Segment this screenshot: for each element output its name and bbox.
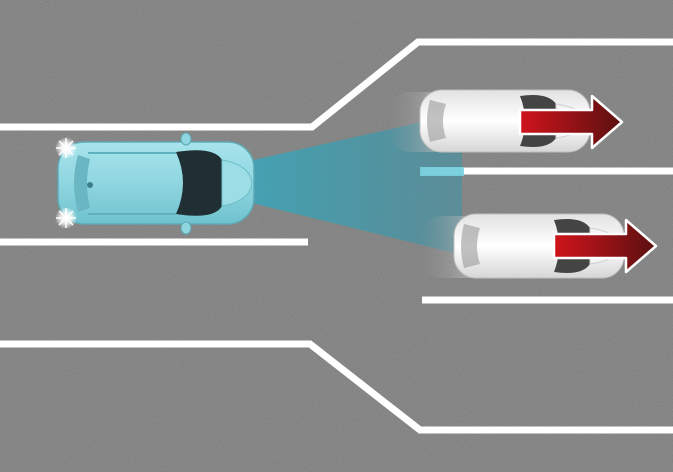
host-vehicle-windshield (176, 150, 222, 216)
host-vehicle-emblem (87, 182, 93, 188)
upper-lane-line (0, 38, 673, 131)
right-arrow-icon (552, 218, 658, 274)
headlight-flash-icon (55, 137, 77, 229)
vehicle-rear-window-upper (427, 100, 446, 142)
host-vehicle-rear-window (74, 155, 90, 212)
right-arrow-icon (518, 94, 624, 150)
host-vehicle (57, 132, 255, 235)
host-vehicle-hood (221, 159, 253, 207)
lower-lane-line (0, 340, 673, 434)
host-vehicle-side-mirror-top (180, 132, 192, 146)
vehicle-rear-window-lower (461, 224, 480, 268)
sensor-beam-highlight (420, 167, 464, 176)
lane-markings (0, 38, 673, 434)
host-vehicle-side-mirror-bottom (180, 221, 192, 235)
